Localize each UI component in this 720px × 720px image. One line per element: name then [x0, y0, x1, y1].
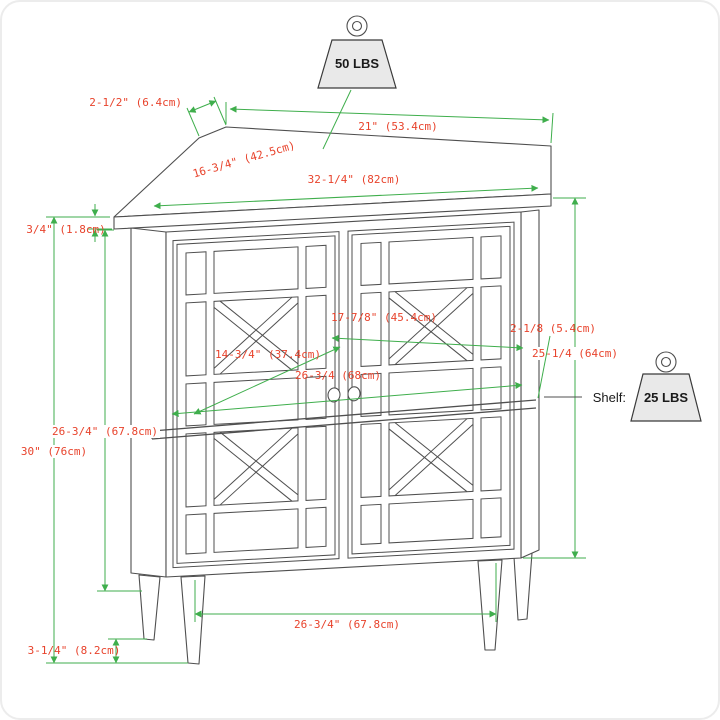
leg-span-label: 26-3/4" (67.8cm)	[294, 618, 400, 631]
top-weight-limit: 50 LBS	[317, 15, 397, 89]
top-weight-leader	[322, 89, 352, 150]
dim-corner-edge	[186, 96, 227, 137]
dim-shelf-depth	[193, 346, 341, 415]
body-height-label: 26-3/4" (67.8cm)	[52, 425, 158, 438]
side-panel-right	[520, 209, 540, 559]
weight-block-icon	[630, 373, 702, 422]
dim-body-height	[97, 229, 142, 592]
shelf-depth-label: 14-3/4" (37.4cm)	[215, 348, 321, 361]
weight-block-icon	[317, 39, 397, 89]
overall-height-label-bg	[24, 445, 85, 458]
leg-front-left	[180, 575, 206, 665]
leg-left	[138, 574, 161, 641]
back-edge-label: 21" (53.4cm)	[358, 120, 437, 133]
shelf-weight-prefix: Shelf:	[593, 390, 626, 405]
dim-side-height	[523, 197, 586, 559]
overall-height-label: 30" (76cm)	[21, 445, 87, 458]
dim-top-width	[153, 184, 539, 210]
weight-ring-hole-icon	[351, 20, 363, 32]
shelf-thickness-label: 2-1/8 (5.4cm)	[510, 322, 596, 335]
dimensions-layer: 2-1/2" (6.4cm) 21" (53.4cm) 16-3/4" (42.…	[21, 89, 620, 664]
dim-leg-height	[108, 638, 147, 664]
dim-leg-span	[194, 563, 497, 622]
shelf-width-label: 26-3/4 (68cm)	[295, 369, 381, 382]
shelf-thickness-leader	[537, 335, 551, 399]
top-thickness-label: 3/4" (1.8cm)	[26, 223, 105, 236]
top-weight-label: 50 LBS	[335, 56, 379, 71]
leg-right	[513, 552, 533, 621]
corner-edge-label: 2-1/2" (6.4cm)	[89, 96, 182, 109]
body-height-label-bg	[50, 425, 160, 438]
interior-width-label: 17-7/8" (45.4cm)	[331, 311, 437, 324]
front-panel	[165, 211, 522, 578]
dim-top-thickness	[88, 204, 112, 242]
dim-back-edge	[225, 102, 554, 144]
shelf-weight-label: 25 LBS	[644, 390, 688, 405]
side-height-label: 25-1/4 (64cm)	[532, 347, 618, 360]
top-width-label: 32-1/4" (82cm)	[308, 173, 401, 186]
side-panel-left	[130, 227, 167, 578]
leg-front-right	[477, 559, 503, 651]
shelf-weight-limit: Shelf: 25 LBS	[544, 351, 702, 422]
weight-ring-hole-icon	[660, 356, 672, 368]
side-height-label-bg	[530, 347, 620, 360]
dim-interior-width	[331, 334, 524, 352]
leg-height-label: 3-1/4" (8.2cm)	[28, 644, 121, 657]
